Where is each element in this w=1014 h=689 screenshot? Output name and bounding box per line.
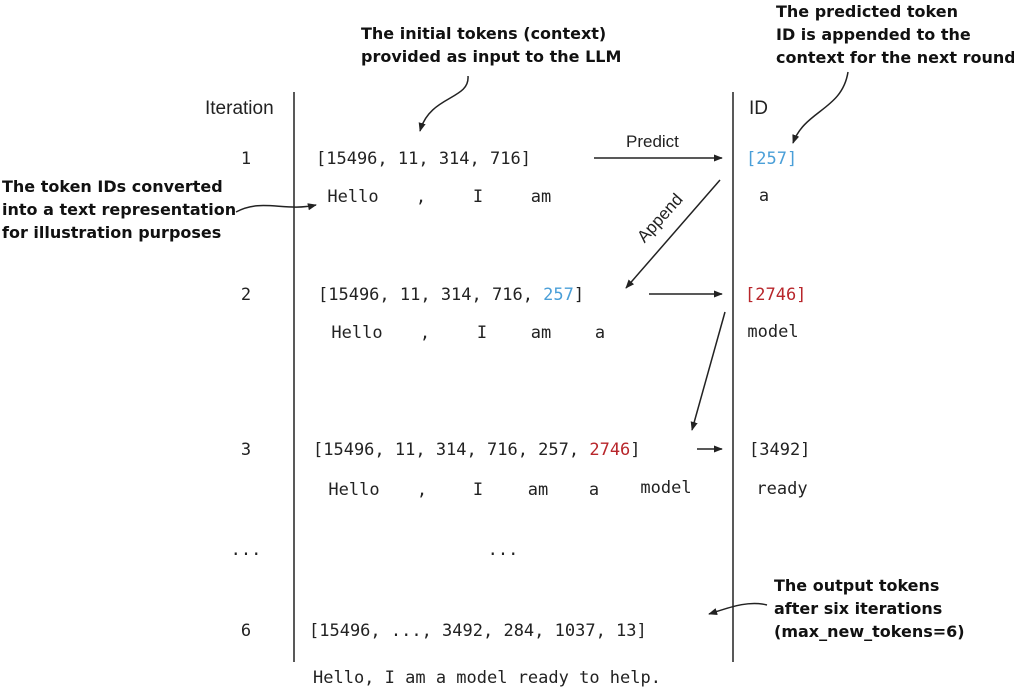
predicted-token-id: [3492] [749, 440, 811, 460]
token-text: I [476, 323, 488, 343]
context-callout-leader [418, 75, 469, 132]
token-text: a [588, 480, 600, 500]
final-generated-text: Hello, I am a model ready to help. [313, 668, 661, 688]
output-tokens-annotation: The output tokens after six iterations (… [774, 576, 965, 641]
token-id-appended: 2746 [589, 440, 631, 460]
token-ids-existing: [15496, 11, 314, 716, 257, [313, 440, 590, 460]
predicted-token-id: [2746] [745, 285, 807, 305]
token-text: Hello [331, 323, 383, 343]
output-callout-leader [708, 602, 768, 615]
token-id-list: [15496, 11, 314, 716] [316, 151, 531, 168]
token-text: , [415, 187, 427, 207]
token-ids-existing: [15496, 11, 314, 716, [318, 285, 544, 305]
text-repr-callout-leader [235, 203, 317, 213]
token-text: , [419, 323, 431, 343]
append-arrow-row-2 [690, 311, 726, 431]
token-text: Hello [327, 187, 379, 207]
predicted-token-id: [257] [746, 149, 798, 169]
iteration-number: 1 [240, 149, 252, 169]
predicted-token-text: ready [756, 479, 808, 499]
token-id-appended: 257 [543, 285, 574, 305]
iteration-number: 3 [240, 440, 252, 460]
token-ids-existing: [15496, 11, 314, 716] [316, 149, 531, 169]
token-text: I [472, 480, 484, 500]
token-id-list: [15496, 11, 314, 716, 257, 2746] [313, 442, 641, 459]
token-ids-close: ] [573, 285, 585, 305]
predicted-token-text: model [747, 322, 799, 342]
predicted-token-text: a [758, 186, 770, 206]
iteration-number: 6 [240, 621, 252, 641]
token-text: am [530, 187, 552, 207]
final-token-id-list: [15496, ..., 3492, 284, 1037, 13] [309, 621, 647, 641]
token-text: a [594, 323, 606, 343]
token-id-list: [15496, 11, 314, 716, 257] [318, 287, 584, 304]
iteration-ellipsis: ... [230, 540, 262, 560]
token-text: I [472, 187, 484, 207]
token-text: am [530, 323, 552, 343]
text-representation-annotation: The token IDs converted into a text repr… [2, 177, 237, 242]
appended-callout-leader [792, 71, 849, 144]
token-text: Hello [328, 480, 380, 500]
token-text: am [527, 480, 549, 500]
id-header: ID [749, 98, 768, 119]
token-ids-ellipsis: ... [487, 540, 519, 560]
append-arrow-row-1 [625, 179, 721, 289]
token-text: model [640, 478, 692, 498]
iteration-number: 2 [240, 285, 252, 305]
token-ids-close: ] [630, 440, 641, 460]
predict-label: Predict [626, 132, 679, 151]
context-annotation: The initial tokens (context) provided as… [361, 24, 622, 66]
token-text: , [416, 480, 428, 500]
appended-annotation: The predicted token ID is appended to th… [776, 2, 1014, 67]
iteration-header: Iteration [205, 98, 274, 119]
